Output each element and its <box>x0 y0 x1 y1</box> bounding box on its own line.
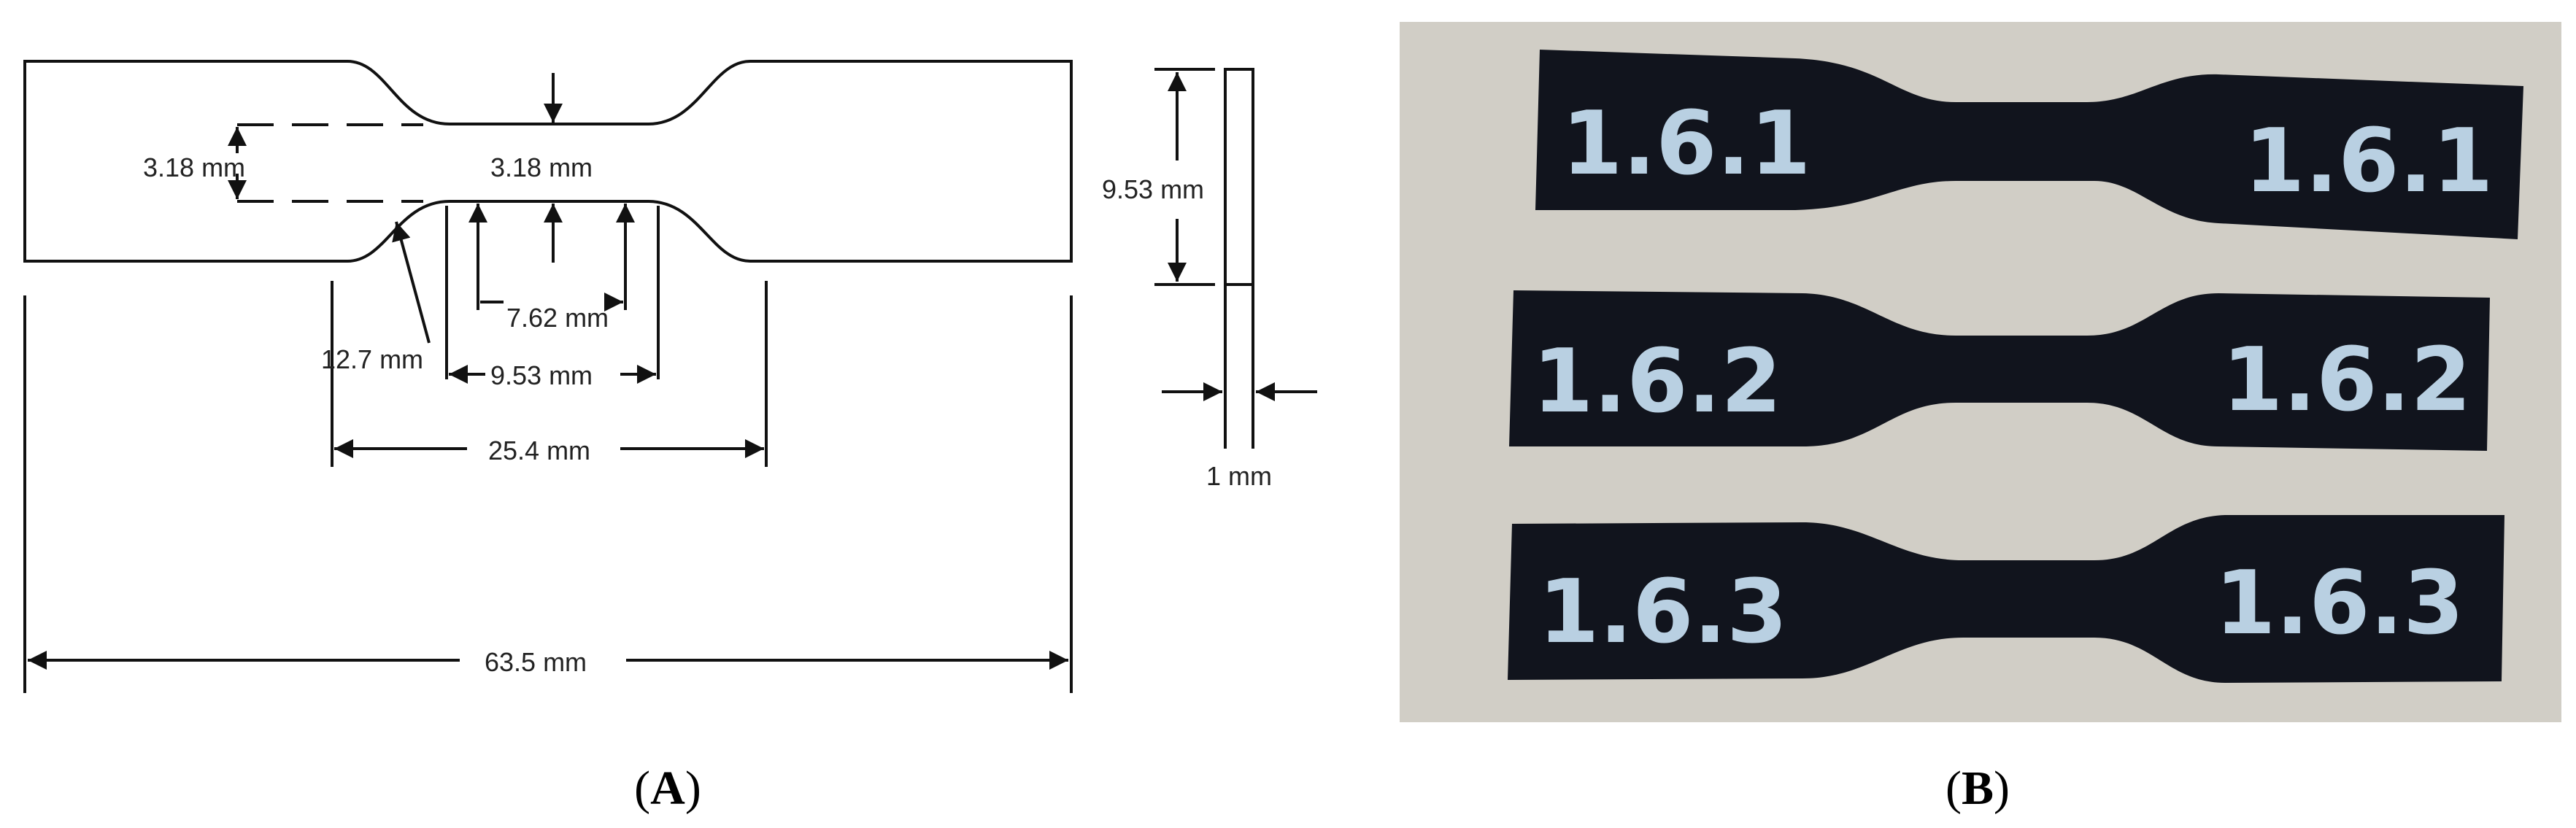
label-gauge-width: 3.18 mm <box>490 152 593 182</box>
label-fillet-radius: 12.7 mm <box>321 344 423 374</box>
side-view-rect <box>1224 68 1254 286</box>
caption-b: (B) <box>1946 762 2010 815</box>
specimen-3-right-label: 1.6.3 <box>2215 553 2464 654</box>
label-thickness: 1 mm <box>1206 461 1272 491</box>
caption-a-letter: A <box>650 762 685 815</box>
specimen-1 <box>1535 50 2523 239</box>
caption-a: (A) <box>634 762 701 815</box>
specimen-2 <box>1509 290 2490 451</box>
panel-a-labels: 3.18 mm 3.18 mm 7.62 mm 12.7 mm 9.53 mm … <box>143 152 1272 677</box>
label-grip-width: 9.53 mm <box>1102 174 1204 204</box>
label-overall-length: 63.5 mm <box>485 647 587 677</box>
label-gauge-length-inner: 7.62 mm <box>506 303 609 333</box>
label-gauge-length-mid: 9.53 mm <box>490 360 593 390</box>
caption-b-letter: B <box>1962 762 1994 815</box>
specimen-2-right-label: 1.6.2 <box>2222 330 2472 431</box>
specimen-1-right-label: 1.6.1 <box>2244 111 2494 212</box>
label-gauge-length-outer: 25.4 mm <box>488 436 590 465</box>
dogbone-outline <box>23 60 1073 263</box>
panel-a-drawing <box>23 60 1317 693</box>
specimen-3-left-label: 1.6.3 <box>1538 562 1788 663</box>
specimen-1-left-label: 1.6.1 <box>1562 93 1811 195</box>
label-grip-offset-width: 3.18 mm <box>143 152 245 182</box>
panel-b-photo: 1.6.1 1.6.1 1.6.2 1.6.2 1.6.3 1.6.3 <box>1400 22 2561 722</box>
dim-radius-leader <box>392 221 431 344</box>
specimen-3 <box>1508 515 2504 683</box>
specimen-2-left-label: 1.6.2 <box>1532 331 1782 433</box>
